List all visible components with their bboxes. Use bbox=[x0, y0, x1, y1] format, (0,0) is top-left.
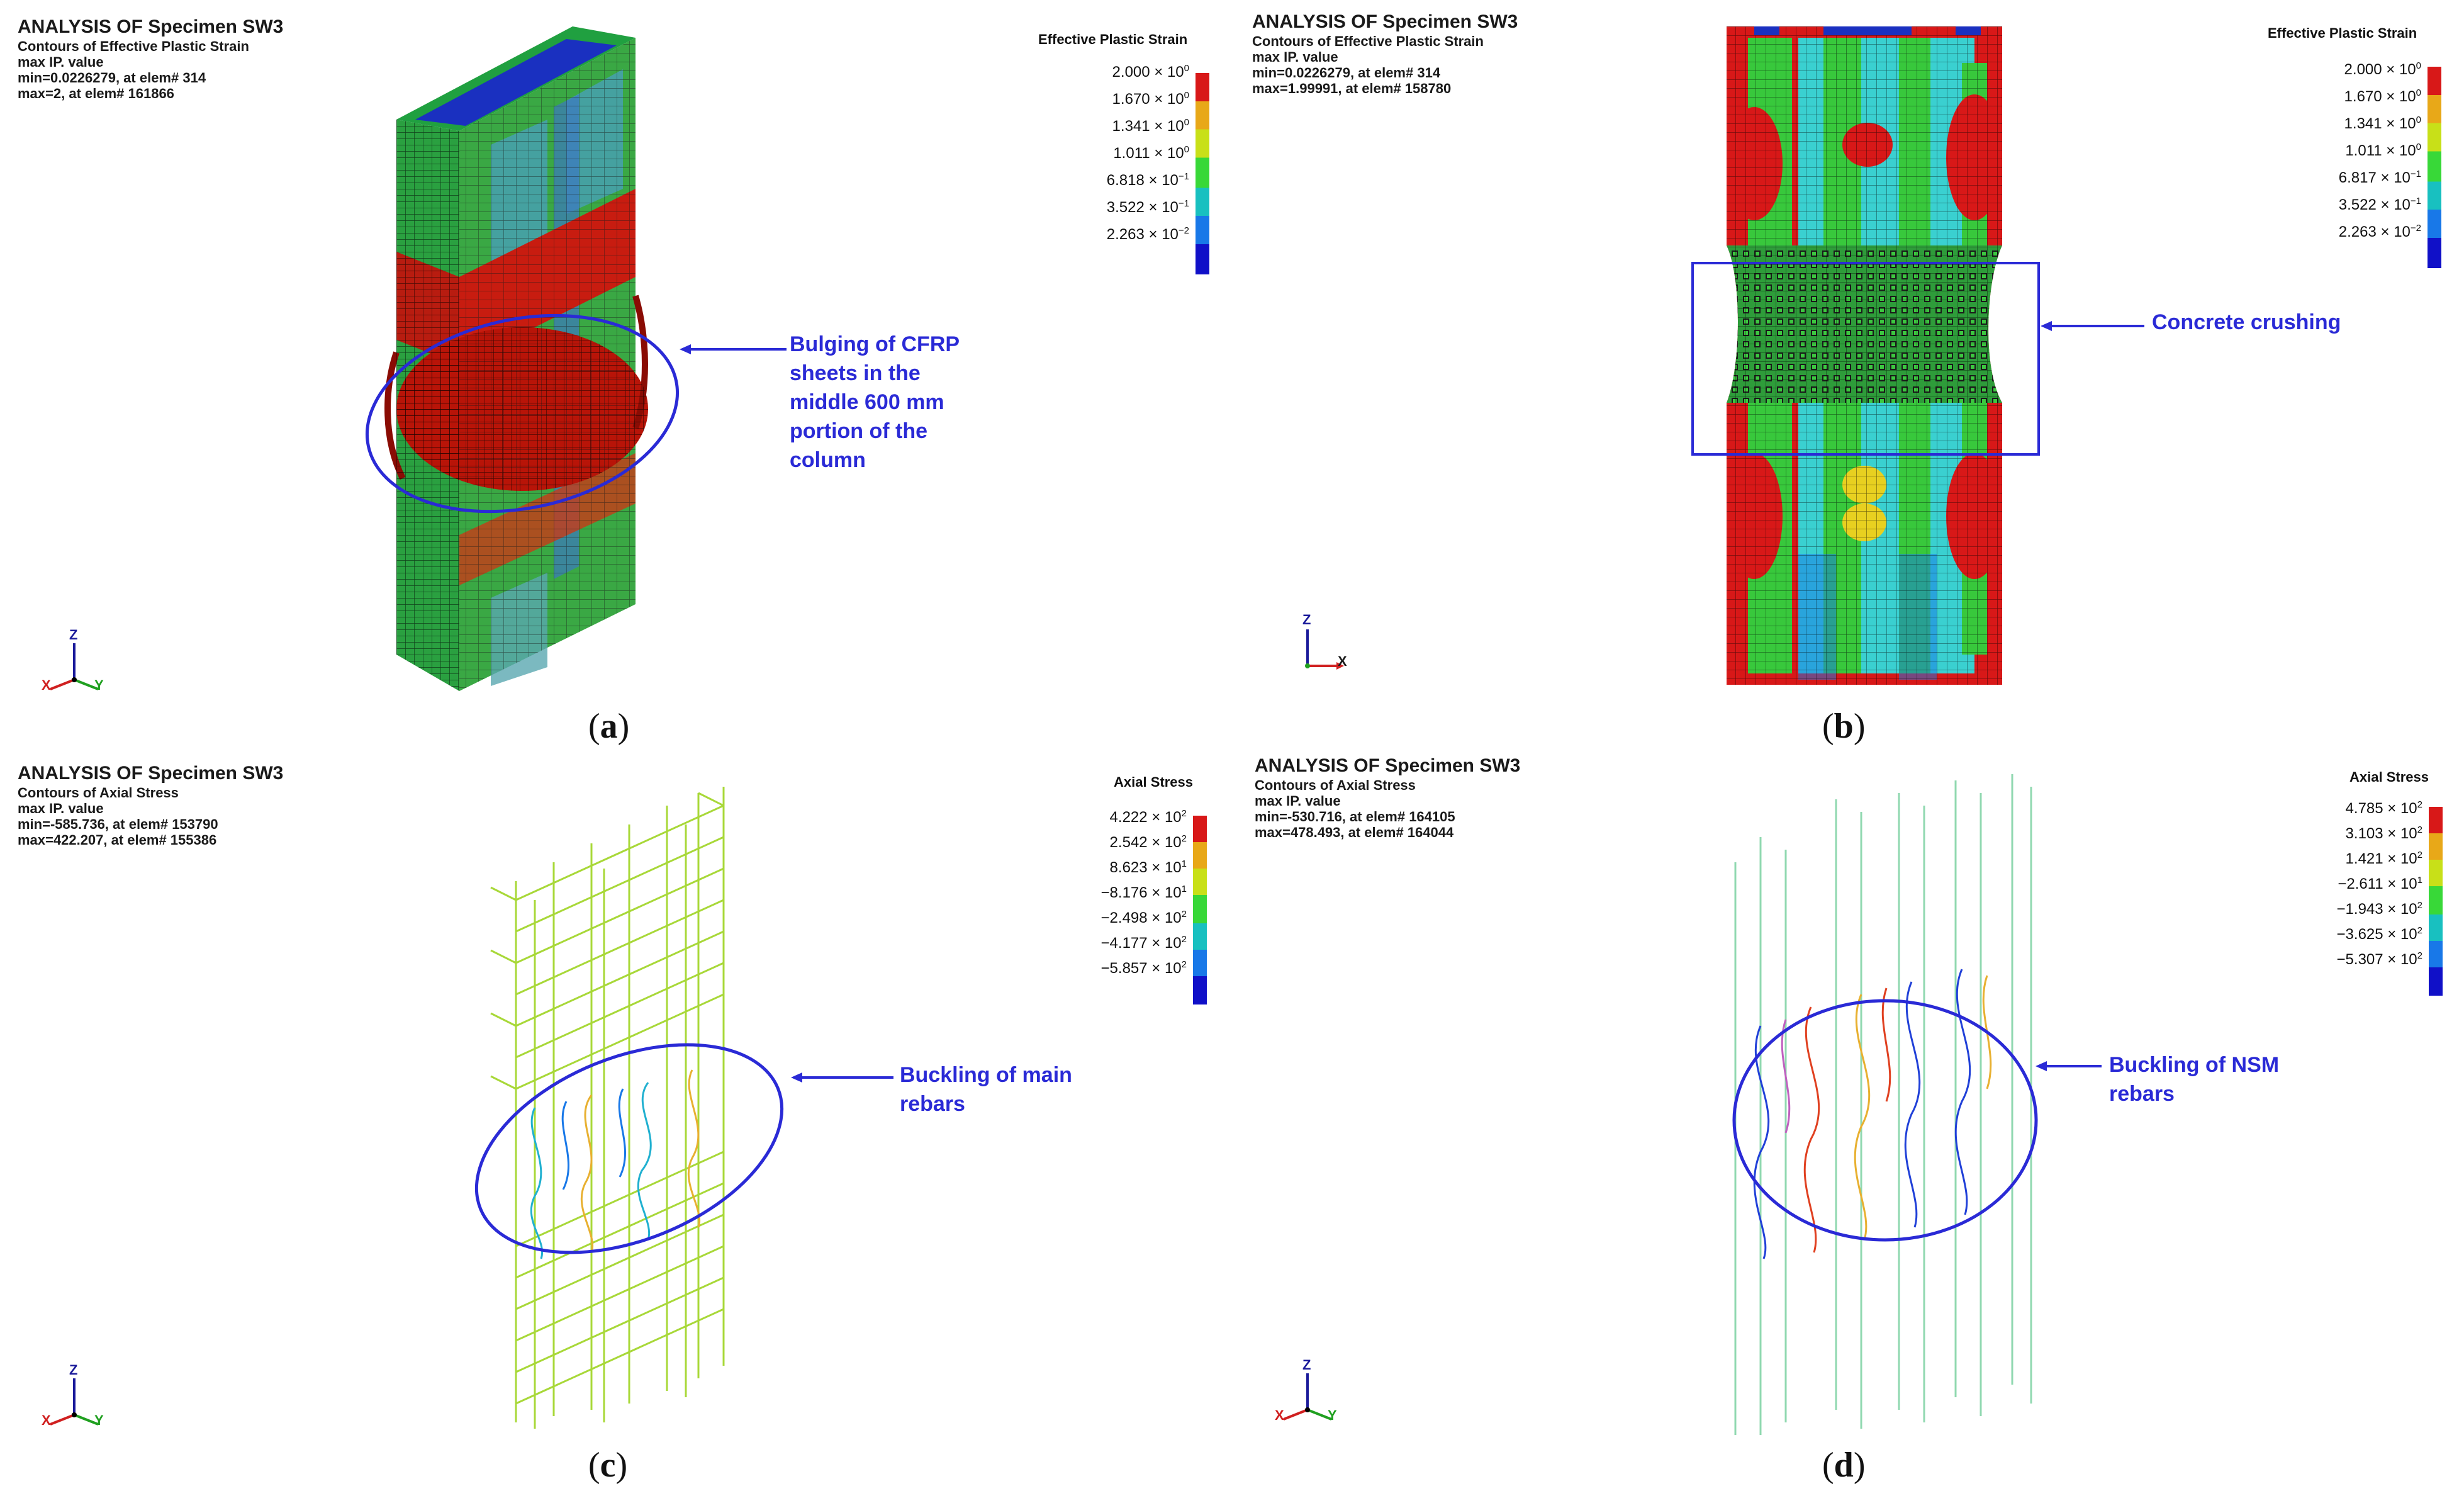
panel-a: ANALYSIS OF Specimen SW3 Contours of Eff… bbox=[0, 0, 1232, 755]
panel-b-legend: Effective Plastic Strain 2.000 × 100 1.6… bbox=[2264, 25, 2453, 268]
header-line: Contours of Axial Stress bbox=[18, 784, 179, 801]
panel-d-header: ANALYSIS OF Specimen SW3 Contours of Axi… bbox=[1255, 755, 1520, 841]
header-line: Contours of Effective Plastic Strain bbox=[1252, 33, 1484, 49]
panel-b-header: ANALYSIS OF Specimen SW3 Contours of Eff… bbox=[1252, 11, 1518, 97]
header-title: ANALYSIS OF Specimen SW3 bbox=[18, 16, 284, 37]
axis-z-label: Z bbox=[69, 627, 78, 643]
legend-row: −2.498 × 102 bbox=[1100, 909, 1187, 926]
legend-colorbar bbox=[2429, 807, 2443, 996]
legend-row: −2.611 × 101 bbox=[2338, 875, 2422, 892]
legend-title: Axial Stress bbox=[1114, 774, 1193, 790]
header-line: max=478.493, at elem# 164044 bbox=[1255, 824, 1454, 841]
legend-row: 1.421 × 102 bbox=[2345, 850, 2422, 867]
legend-title: Effective Plastic Strain bbox=[2268, 25, 2417, 41]
header-line: max=1.99991, at elem# 158780 bbox=[1252, 81, 1452, 97]
header-line: max IP. value bbox=[1252, 48, 1338, 65]
legend-row: 1.670 × 100 bbox=[1112, 90, 1189, 108]
caption-b: (b) bbox=[1822, 707, 1866, 746]
legend-row: −5.307 × 102 bbox=[2336, 950, 2422, 968]
header-line: Contours of Axial Stress bbox=[1255, 777, 1416, 793]
legend-colorbar bbox=[2428, 67, 2441, 268]
legend-row: 2.263 × 10−2 bbox=[2338, 223, 2421, 240]
legend-row: 4.785 × 102 bbox=[2345, 799, 2422, 817]
axis-y-label: Y bbox=[94, 1412, 104, 1428]
legend-row: 3.522 × 10−1 bbox=[2338, 196, 2421, 213]
legend-title: Axial Stress bbox=[2349, 769, 2429, 785]
panel-d: ANALYSIS OF Specimen SW3 Contours of Axi… bbox=[1232, 755, 2464, 1508]
legend-row: 2.542 × 102 bbox=[1109, 833, 1187, 851]
caption-c: (c) bbox=[588, 1446, 628, 1485]
annotation-bulging: Bulging of CFRP sheets in the middle 600… bbox=[790, 332, 960, 472]
panel-a-legend: Effective Plastic Strain 2.000 × 100 1.6… bbox=[1032, 31, 1221, 274]
main-rebar-cage-model bbox=[50, 787, 893, 1429]
axis-x-label: X bbox=[1338, 653, 1347, 669]
header-title: ANALYSIS OF Specimen SW3 bbox=[18, 763, 284, 784]
legend-row: 1.011 × 100 bbox=[2345, 142, 2421, 159]
axis-z-label: Z bbox=[69, 1362, 78, 1378]
legend-row: 2.000 × 100 bbox=[2344, 60, 2421, 78]
column-front-view-model bbox=[1305, 26, 2144, 685]
legend-row: 6.818 × 10−1 bbox=[1106, 171, 1189, 189]
legend-row: 3.522 × 10−1 bbox=[1106, 198, 1189, 216]
header-line: Contours of Effective Plastic Strain bbox=[18, 38, 249, 54]
panel-c: ANALYSIS OF Specimen SW3 Contours of Axi… bbox=[0, 755, 1232, 1508]
legend-row: 1.670 × 100 bbox=[2344, 87, 2421, 105]
header-line: max IP. value bbox=[1255, 792, 1341, 809]
panel-b: ANALYSIS OF Specimen SW3 Contours of Eff… bbox=[1232, 0, 2464, 755]
axis-z-label: Z bbox=[1302, 1357, 1311, 1373]
header-title: ANALYSIS OF Specimen SW3 bbox=[1255, 755, 1521, 776]
legend-title: Effective Plastic Strain bbox=[1038, 31, 1188, 47]
annotation-main-rebars: Buckling of main rebars bbox=[900, 1063, 1072, 1116]
legend-row: −1.943 × 102 bbox=[2336, 900, 2422, 918]
header-line: max IP. value bbox=[18, 53, 104, 70]
legend-row: 3.103 × 102 bbox=[2345, 824, 2422, 842]
panel-d-legend: Axial Stress 4.785 × 102 3.103 × 102 1.4… bbox=[2264, 769, 2453, 996]
annotation-concrete-crushing: Concrete crushing bbox=[2152, 310, 2341, 334]
header-line: max IP. value bbox=[18, 800, 104, 816]
cfrp-column-model bbox=[50, 26, 787, 691]
axis-y-label: Y bbox=[94, 677, 104, 693]
header-line: min=-585.736, at elem# 153790 bbox=[18, 816, 218, 833]
legend-row: 4.222 × 102 bbox=[1109, 808, 1187, 826]
caption-a: (a) bbox=[588, 707, 630, 746]
legend-row: 1.341 × 100 bbox=[2344, 115, 2421, 132]
legend-row: 8.623 × 101 bbox=[1109, 858, 1187, 876]
caption-d: (d) bbox=[1822, 1446, 1866, 1485]
header-title: ANALYSIS OF Specimen SW3 bbox=[1252, 11, 1518, 32]
legend-row: 1.011 × 100 bbox=[1113, 144, 1189, 162]
panel-a-header: ANALYSIS OF Specimen SW3 Contours of Eff… bbox=[18, 16, 283, 102]
legend-row: −3.625 × 102 bbox=[2336, 925, 2422, 943]
legend-colorbar bbox=[1196, 73, 1209, 274]
header-line: max=2, at elem# 161866 bbox=[18, 86, 174, 102]
legend-row: −4.177 × 102 bbox=[1100, 934, 1187, 952]
axis-x-label: X bbox=[42, 1412, 51, 1428]
legend-row: 1.341 × 100 bbox=[1112, 117, 1189, 135]
header-line: min=0.0226279, at elem# 314 bbox=[1252, 65, 1441, 81]
legend-row: 2.263 × 10−2 bbox=[1106, 225, 1189, 243]
annotation-nsm-rebars: Buckling of NSM rebars bbox=[2109, 1053, 2280, 1106]
legend-row: 2.000 × 100 bbox=[1112, 63, 1189, 81]
legend-colorbar bbox=[1193, 816, 1207, 1004]
panel-c-legend: Axial Stress 4.222 × 102 2.542 × 102 8.6… bbox=[1032, 774, 1221, 1004]
panel-c-header: ANALYSIS OF Specimen SW3 Contours of Axi… bbox=[18, 763, 283, 848]
legend-row: −8.176 × 101 bbox=[1100, 884, 1187, 901]
nsm-rebars-model bbox=[1283, 774, 2102, 1435]
legend-row: −5.857 × 102 bbox=[1100, 959, 1187, 977]
axis-x-label: X bbox=[42, 677, 51, 693]
header-line: min=-530.716, at elem# 164105 bbox=[1255, 809, 1455, 825]
axis-z-label: Z bbox=[1302, 612, 1311, 627]
axis-y-label: Y bbox=[1328, 1407, 1337, 1423]
axis-x-label: X bbox=[1275, 1407, 1284, 1423]
legend-row: 6.817 × 10−1 bbox=[2338, 169, 2421, 186]
header-line: max=422.207, at elem# 155386 bbox=[18, 832, 217, 848]
header-line: min=0.0226279, at elem# 314 bbox=[18, 70, 206, 86]
